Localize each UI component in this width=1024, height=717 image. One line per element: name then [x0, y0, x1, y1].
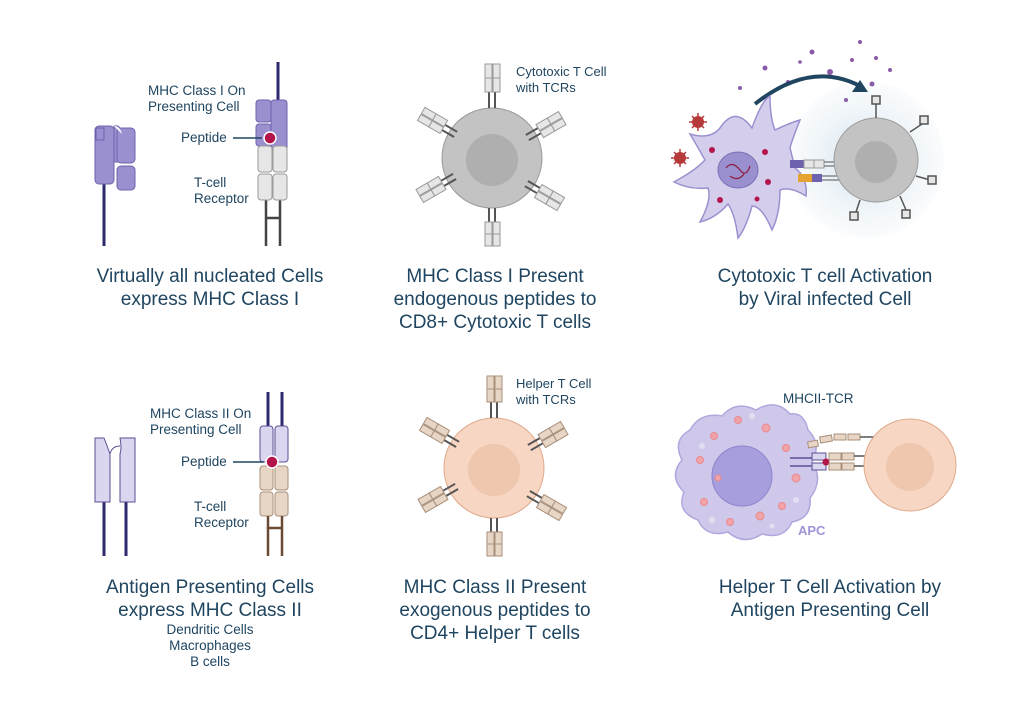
- mhcii-tcr-label: MHCII-TCR: [783, 391, 854, 406]
- virus-icon: [671, 149, 689, 167]
- activated-cytotoxic-t-cell: [833, 95, 937, 221]
- mhc-tcr-complex-class-i: [233, 62, 288, 246]
- helper-t-cell: [417, 375, 569, 557]
- mhc-class-i-molecule: [94, 125, 136, 246]
- infected-dendritic-cell: [672, 94, 808, 240]
- mhc-class-ii-molecule: [94, 437, 136, 556]
- cytotoxic-t-cell: [415, 63, 567, 247]
- activation-arrow: [753, 74, 861, 106]
- cytokine-particles: [738, 40, 892, 102]
- apc-label: APC: [798, 523, 826, 538]
- peptide-dot: [263, 131, 277, 145]
- mhcii-tcr-complex: [790, 433, 880, 471]
- peptide-dot: [265, 455, 279, 469]
- helper-t-cell-activated: [863, 418, 957, 512]
- virus-icon: [689, 113, 707, 131]
- peptide-label: Peptide: [181, 130, 227, 145]
- peptide-label: Peptide: [181, 454, 227, 469]
- antigen-presenting-cell: [674, 404, 819, 541]
- mhc-tcr-complex-class-ii: [233, 392, 289, 556]
